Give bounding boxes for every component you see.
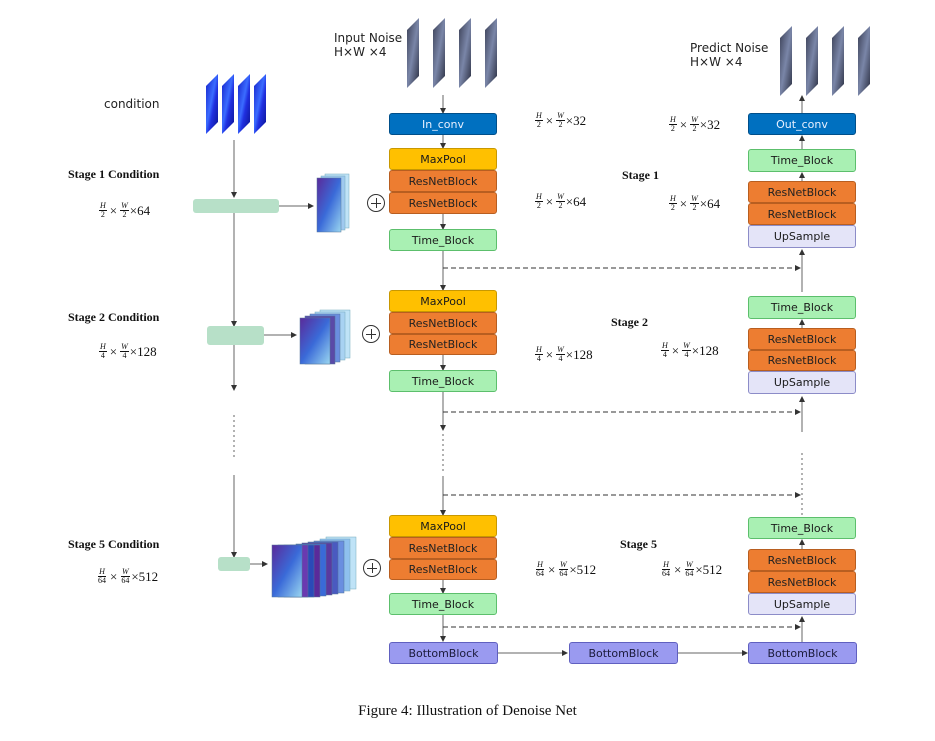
dec-stage2-upsample-block: UpSample: [748, 371, 856, 394]
bottom-block-3: BottomBlock: [748, 642, 857, 664]
stage2-condition-bar: [207, 326, 264, 345]
stage1-resnet-block-2: ResNetBlock: [389, 192, 497, 214]
stage2-label: Stage 2: [611, 315, 648, 329]
input-noise-image: [407, 18, 497, 88]
dec-stage1-resnet-block-2: ResNetBlock: [748, 203, 856, 225]
stage2-resnet-block-2: ResNetBlock: [389, 334, 497, 355]
dec-stage5-resnet-block-1: ResNetBlock: [748, 549, 856, 571]
stage1-maxpool-block: MaxPool: [389, 148, 497, 170]
stage5-resnet-block-1: ResNetBlock: [389, 537, 497, 559]
stage2-plus-icon: [362, 325, 380, 343]
dec-stage2-resnet-block-2: ResNetBlock: [748, 350, 856, 371]
dec-stage1-resnet-block-1: ResNetBlock: [748, 181, 856, 203]
predict-noise-image: [780, 26, 870, 96]
bottom-block-1: BottomBlock: [389, 642, 498, 664]
predict-noise-title: Predict Noise: [690, 41, 769, 55]
dec-stage5-resnet-block-2: ResNetBlock: [748, 571, 856, 593]
dec-stage1-time-block: Time_Block: [748, 149, 856, 172]
stage2-time-block: Time_Block: [389, 370, 497, 392]
predict-noise-dim: H×W ×4: [690, 55, 743, 69]
stage1-label: Stage 1: [622, 168, 659, 182]
dec-stage5-upsample-block: UpSample: [748, 593, 856, 615]
stage2-condition-label: Stage 2 Condition: [68, 310, 160, 324]
stage1-condition-features: [316, 173, 350, 233]
stage1-time-block: Time_Block: [389, 229, 497, 251]
input-noise-dim: H×W ×4: [334, 45, 387, 59]
bottom-block-2: BottomBlock: [569, 642, 678, 664]
dec-stage2-resnet-block-1: ResNetBlock: [748, 328, 856, 350]
stage2-resnet-block-1: ResNetBlock: [389, 312, 497, 334]
stage1-resnet-block-1: ResNetBlock: [389, 170, 497, 192]
stage1-condition-bar: [193, 199, 279, 213]
stage2-maxpool-block: MaxPool: [389, 290, 497, 312]
stage1-plus-icon: [367, 194, 385, 212]
dec-stage2-time-block: Time_Block: [748, 296, 856, 319]
stage5-maxpool-block: MaxPool: [389, 515, 497, 537]
stage5-resnet-block-2: ResNetBlock: [389, 559, 497, 580]
condition-image: [206, 74, 266, 134]
stage2-condition-features: [299, 309, 351, 365]
out-conv-block: Out_conv: [748, 113, 856, 135]
in-conv-block: In_conv: [389, 113, 497, 135]
stage5-label: Stage 5: [620, 537, 657, 551]
stage5-condition-label: Stage 5 Condition: [68, 537, 160, 551]
stage5-condition-bar: [218, 557, 250, 571]
stage1-condition-label: Stage 1 Condition: [68, 167, 160, 181]
input-noise-title: Input Noise: [334, 31, 403, 45]
stage5-condition-features: [271, 536, 357, 598]
figure-caption: Figure 4: Illustration of Denoise Net: [358, 703, 577, 719]
stage5-plus-icon: [363, 559, 381, 577]
dec-stage1-upsample-block: UpSample: [748, 225, 856, 248]
stage5-time-block: Time_Block: [389, 593, 497, 615]
dec-stage5-time-block: Time_Block: [748, 517, 856, 539]
condition-label: condition: [104, 97, 160, 111]
